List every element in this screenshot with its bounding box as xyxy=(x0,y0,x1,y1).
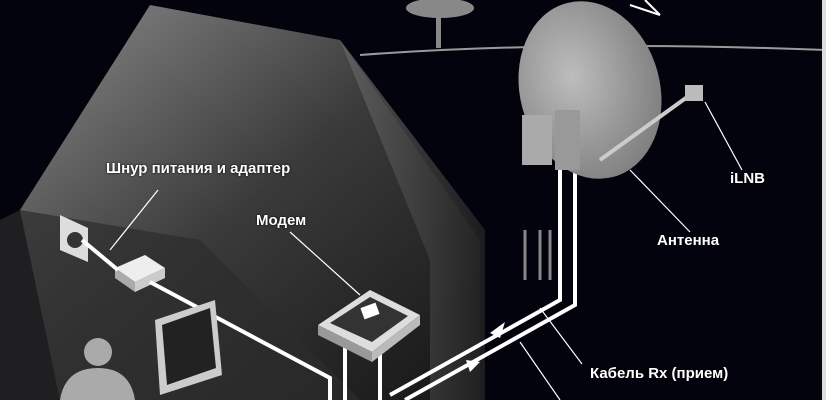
label-power-cord: Шнур питания и адаптер xyxy=(106,160,291,177)
leader-lines xyxy=(109,101,743,400)
power-adapter-icon xyxy=(115,255,165,292)
satellite-dish-icon xyxy=(518,1,703,179)
tree-icon xyxy=(406,0,474,48)
house-roof xyxy=(340,40,485,400)
modem-icon xyxy=(318,290,420,362)
arrow-icon xyxy=(466,360,480,372)
label-cable-rx: Кабель Rx (прием) xyxy=(590,365,729,382)
label-ilnb: iLNB xyxy=(730,170,765,187)
label-antenna: Антенна xyxy=(657,232,720,249)
cable-ends xyxy=(523,230,552,280)
computer-monitor-icon xyxy=(155,300,222,395)
user-silhouette-icon xyxy=(60,338,135,400)
label-modem: Модем xyxy=(256,212,307,229)
right-border xyxy=(822,0,826,400)
ilnb-icon xyxy=(685,85,703,101)
wall-socket-icon xyxy=(60,215,88,262)
arrow-icon xyxy=(490,322,505,338)
signal-arrow-icon xyxy=(629,0,661,16)
